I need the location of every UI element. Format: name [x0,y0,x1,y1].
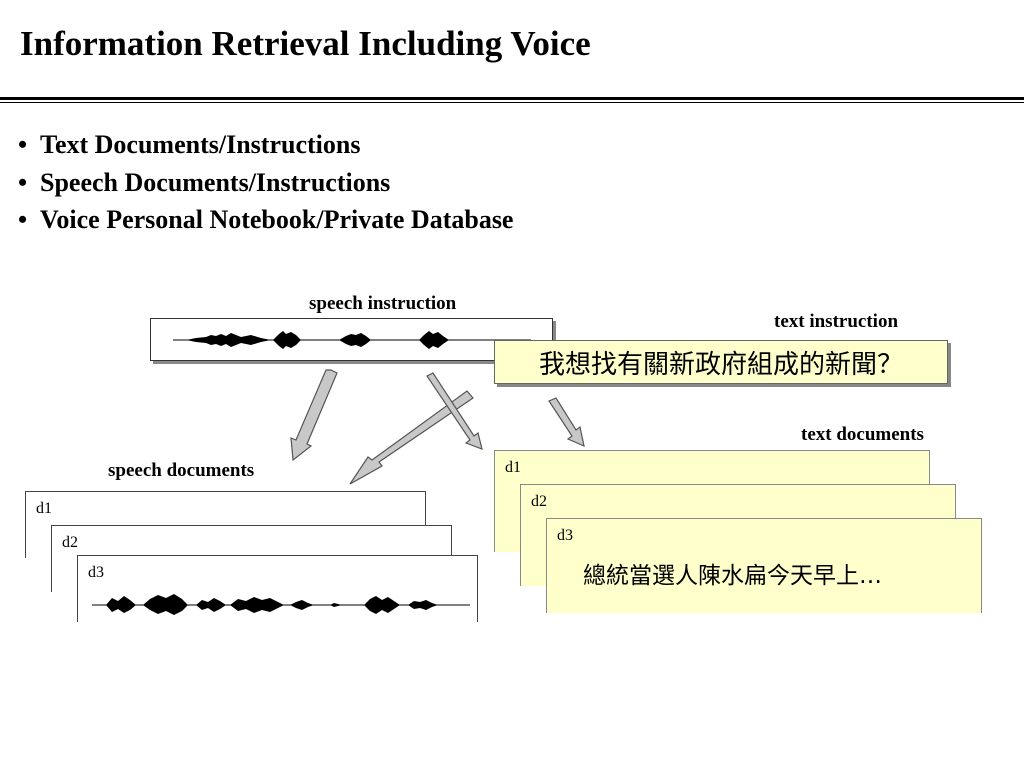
bullet-dot: • [18,167,28,197]
speech-instruction-label: speech instruction [309,293,457,314]
text-instruction-content: 我想找有關新政府組成的新聞？ [538,349,903,380]
speech-instruction-waveform-box [150,318,553,361]
bullet-item: • Speech Documents/Instructions [18,164,513,202]
title-rule-thin [0,102,1024,103]
speech-doc-label: d3 [88,564,104,581]
bullet-list: • Text Documents/Instructions • Speech Doc… [18,126,513,239]
speech-documents-label: speech documents [108,460,255,481]
text-document-d3: d3 總統當選人陳水扁今天早上… [546,518,982,613]
bullet-item: • Voice Personal Notebook/Private Databas… [18,201,513,239]
text-documents-label: text documents [801,424,924,445]
arrow-down-right-2 [548,397,585,448]
speech-doc-waveform [92,594,470,615]
bullet-item: • Text Documents/Instructions [18,126,513,164]
text-doc-label: d2 [531,493,547,510]
text-instruction-box: 我想找有關新政府組成的新聞？ [494,340,948,384]
speech-doc-label: d2 [62,534,78,551]
text-doc-label: d3 [557,527,573,544]
bullet-text: Text Documents/Instructions [40,130,361,159]
title-rule-thick [0,97,1024,100]
arrow-down-left [290,369,338,462]
bullet-text: Voice Personal Notebook/Private Database [40,205,514,234]
arrow-long-down-left [349,390,474,485]
speech-doc-label: d1 [36,500,52,517]
speech-instruction-waveform [173,331,531,349]
arrow-down-right [426,372,483,450]
text-doc-label: d1 [505,459,521,476]
speech-document-d3: d3 [77,555,478,622]
bullet-dot: • [18,205,28,234]
bullet-dot: • [18,130,28,159]
text-instruction-label: text instruction [774,311,899,332]
bullet-text: Speech Documents/Instructions [40,167,391,197]
slide-title: Information Retrieval Including Voice [20,24,591,63]
text-doc-content: 總統當選人陳水扁今天早上… [583,563,882,589]
